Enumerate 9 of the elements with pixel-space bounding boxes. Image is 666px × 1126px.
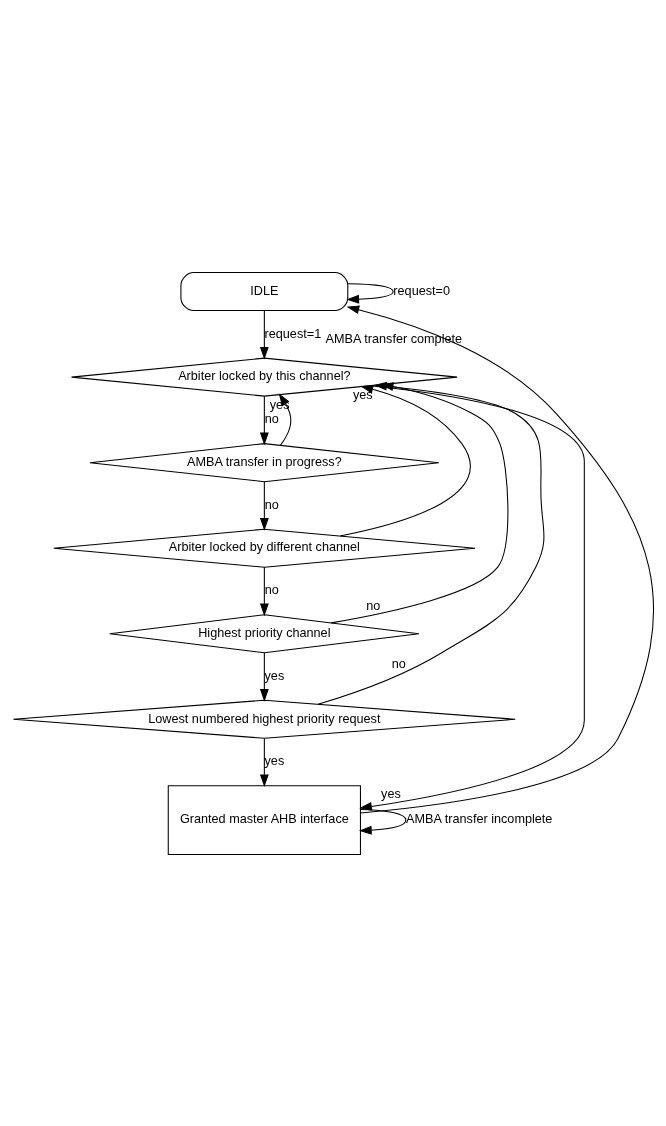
edge-label: yes [380,786,401,801]
edge-label: no [365,598,380,613]
edge-label: AMBA transfer incomplete [405,811,552,826]
edge-label: no [391,656,406,671]
edge-label: no [264,411,279,426]
edge-label: no [264,497,279,512]
edge-label: no [264,582,279,597]
edge-label: request=1 [264,326,321,341]
edge-label: request=0 [392,283,450,298]
